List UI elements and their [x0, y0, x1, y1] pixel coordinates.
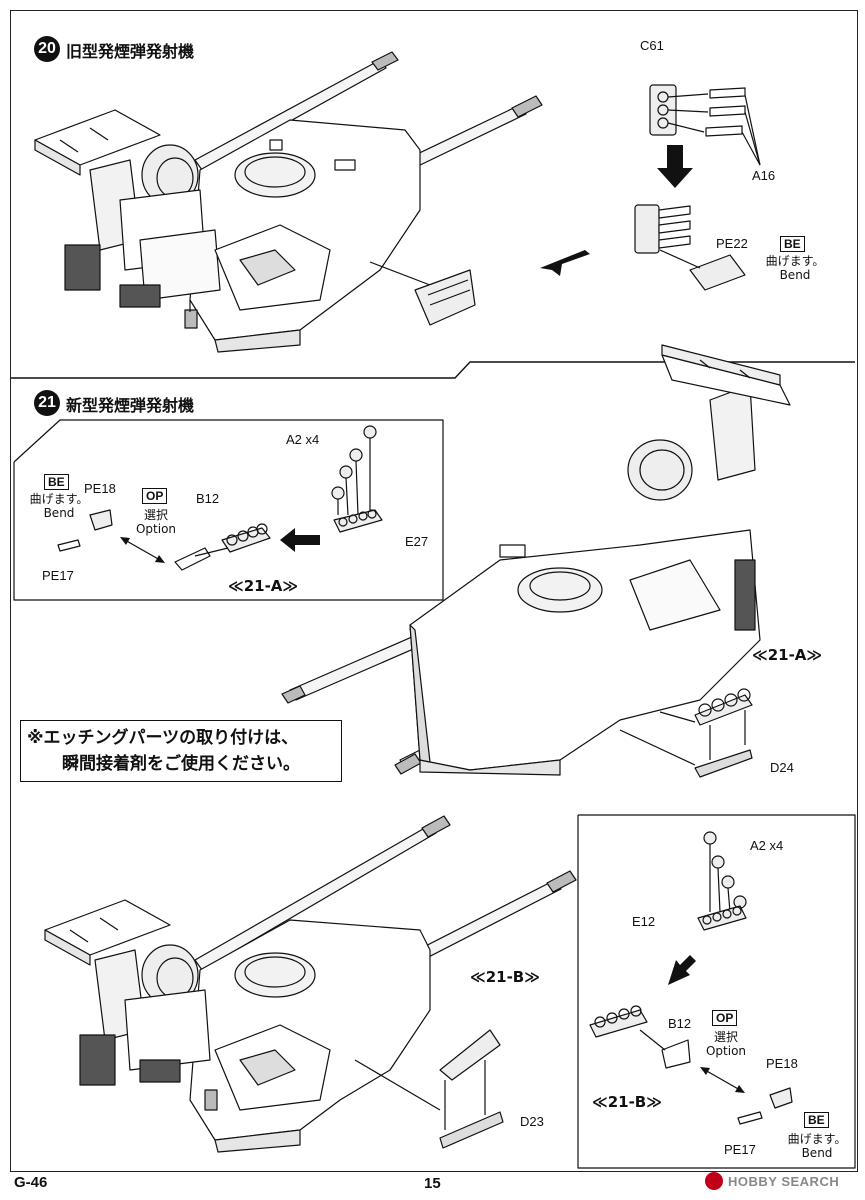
- assembly-caption-21a: ≪21-A≫: [752, 646, 823, 664]
- hobbysearch-logo-icon: [705, 1172, 723, 1190]
- step20-turret-drawing: [34, 51, 543, 353]
- part-label-a2: A2 x4: [750, 838, 784, 853]
- step20-title: 旧型発煙弾発射機: [66, 42, 195, 61]
- step20-launcher-detail: [540, 84, 761, 291]
- bend-badge: BE: [804, 1112, 829, 1128]
- bend-note-jp: 曲げます。: [29, 492, 89, 506]
- option-note-jp: 選択: [143, 508, 168, 522]
- step21a-parts-drawing: [57, 425, 383, 571]
- part-label-b12: B12: [668, 1016, 692, 1031]
- step21b-inset-frame: [577, 814, 856, 1169]
- option-badge: OP: [712, 1010, 738, 1026]
- bend-badge: BE: [780, 236, 805, 252]
- step21-title: 新型発煙弾発射機: [66, 396, 195, 415]
- part-label-pe17: PE17: [42, 568, 74, 583]
- step20-number-badge: 20: [34, 36, 60, 62]
- bend-badge: BE: [44, 474, 69, 490]
- step21b-turret-drawing: [44, 815, 577, 1153]
- watermark-text: HOBBY SEARCH: [728, 1174, 840, 1189]
- step21-number-badge: 21: [34, 390, 60, 416]
- page-code: G-46: [14, 1174, 48, 1191]
- assembly-caption-21b: ≪21-B≫: [470, 968, 540, 986]
- bend-note-jp: 曲げます。: [787, 1132, 847, 1146]
- sub-assembly-caption-21b: ≪21-B≫: [592, 1093, 662, 1111]
- part-label-d24: D24: [770, 760, 794, 775]
- option-note-jp: 選択: [713, 1030, 738, 1044]
- part-label-c61: C61: [640, 38, 664, 53]
- bend-note-en: Bend: [43, 506, 75, 520]
- page-frame: [10, 10, 858, 1172]
- bend-note-jp: 曲げます。: [765, 254, 825, 268]
- adhesive-notice-line1: ※エッチングパーツの取り付けは、: [27, 728, 299, 748]
- part-label-pe17: PE17: [724, 1142, 756, 1157]
- bend-note-en: Bend: [779, 268, 811, 282]
- part-label-e27: E27: [405, 534, 429, 549]
- bend-note-en: Bend: [801, 1146, 833, 1160]
- part-label-pe18: PE18: [84, 481, 116, 496]
- part-label-d23: D23: [520, 1114, 544, 1129]
- adhesive-notice: ※エッチングパーツの取り付けは、 瞬間接着剤をご使用ください。: [20, 720, 342, 782]
- adhesive-notice-line2: 瞬間接着剤をご使用ください。: [62, 754, 300, 774]
- step21-turret-drawing: [281, 344, 791, 778]
- option-note-en: Option: [705, 1044, 747, 1058]
- page-number: 15: [424, 1175, 441, 1192]
- option-note-en: Option: [135, 522, 177, 536]
- part-label-e12: E12: [632, 914, 656, 929]
- part-label-a2: A2 x4: [286, 432, 320, 447]
- option-badge: OP: [142, 488, 168, 504]
- part-label-pe22: PE22: [716, 236, 748, 251]
- part-label-pe18: PE18: [766, 1056, 798, 1071]
- step21b-parts-drawing: [589, 831, 793, 1125]
- sub-assembly-caption-21a: ≪21-A≫: [228, 577, 299, 595]
- part-label-a16: A16: [752, 168, 776, 183]
- step20-boundary: [11, 361, 855, 379]
- part-label-b12: B12: [196, 491, 220, 506]
- step21a-inset-frame: [13, 419, 444, 601]
